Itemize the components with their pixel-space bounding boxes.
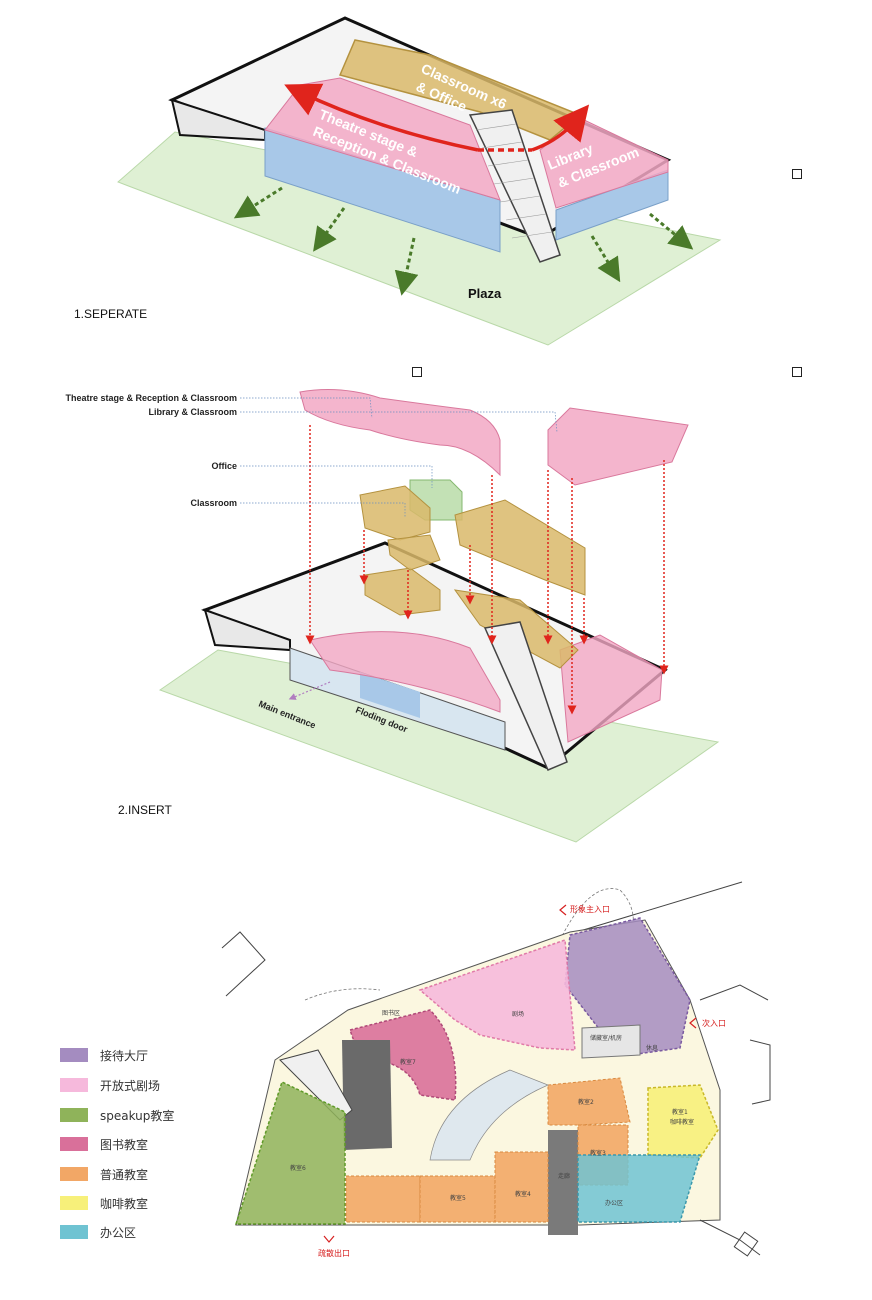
leader-lines xyxy=(240,397,558,518)
room-label-7: 教室7 xyxy=(400,1058,416,1066)
legend-swatch-1 xyxy=(60,1078,88,1092)
room-label-office: 办公区 xyxy=(605,1199,623,1207)
legend-label-4: 普通教室 xyxy=(100,1167,148,1182)
placeholder-box-3 xyxy=(792,367,802,377)
room-label-rest: 休息 xyxy=(646,1044,658,1052)
floating-classroom-a xyxy=(359,485,431,541)
placeholder-box-2 xyxy=(412,367,422,377)
classroom-callout: Classroom xyxy=(190,498,237,508)
plaza-arrows-1 xyxy=(233,186,694,296)
legend-label-5: 咖啡教室 xyxy=(100,1196,148,1211)
context-right-fragment xyxy=(749,1039,771,1105)
evacuation-exit-cn: 疏散出口 xyxy=(318,1248,350,1258)
floating-theatre xyxy=(299,389,501,477)
room-label-library-area: 图书区 xyxy=(382,1009,400,1017)
legend-label-3: 图书教室 xyxy=(100,1137,148,1152)
context-curve-left xyxy=(304,988,381,1001)
evacuation-exit-marker xyxy=(323,1235,335,1243)
legend-label-6: 办公区 xyxy=(100,1225,136,1240)
red-arrow-left xyxy=(284,83,479,152)
zone-classroom-c xyxy=(494,1151,549,1223)
room-label-2: 教室2 xyxy=(578,1098,594,1106)
step-1-label: 1.SEPERATE xyxy=(74,307,147,321)
room-label-corridor: 走廊 xyxy=(558,1172,570,1180)
blue-door xyxy=(360,672,420,718)
plaza-ground-2 xyxy=(158,649,720,843)
stair-2 xyxy=(483,621,568,771)
placeholder-box-1 xyxy=(792,169,802,179)
room-label-4: 教室4 xyxy=(515,1190,531,1198)
context-outline-top xyxy=(569,881,743,935)
storage-room xyxy=(581,1024,641,1059)
diagram-2-insert: Theatre stage & Reception & Classroom Li… xyxy=(65,389,720,843)
legend-label-0: 接待大厅 xyxy=(100,1048,148,1063)
legend-swatch-6 xyxy=(60,1225,88,1239)
floating-classroom-b xyxy=(454,499,586,596)
floating-classroom-c xyxy=(387,534,441,571)
context-bottom-right-box xyxy=(733,1231,759,1257)
red-arrow-right xyxy=(531,104,590,152)
zone-speakup xyxy=(234,1080,346,1225)
legend-swatch-3 xyxy=(60,1137,88,1151)
legend: 接待大厅 开放式剧场 speakup教室 图书教室 普通教室 咖啡教室 办公区 xyxy=(60,1048,174,1240)
step-2-label: 2.INSERT xyxy=(118,803,172,817)
context-outline-right xyxy=(699,984,769,1001)
library-insert xyxy=(559,634,663,743)
main-entrance-cn: 形象主入口 xyxy=(570,904,610,914)
secondary-entrance-marker xyxy=(689,1017,697,1029)
drop-arrows xyxy=(305,425,669,715)
service-block xyxy=(342,1040,392,1150)
zone-classroom-a xyxy=(345,1175,421,1223)
diagram-1-separate: Classroom x6 & Office Theatre stage & Re… xyxy=(74,16,722,346)
floor-plan: 图书区 教室7 教室6 教室2 教室3 教室4 教室5 教室1 咖啡教室 储藏室… xyxy=(221,881,771,1258)
secondary-entrance-cn: 次入口 xyxy=(702,1018,726,1028)
theatre-insert xyxy=(309,631,501,713)
legend-swatch-0 xyxy=(60,1048,88,1062)
floating-library xyxy=(547,407,689,486)
service-block-2 xyxy=(548,1130,578,1235)
zone-theatre xyxy=(418,938,576,1051)
room-label-1: 教室1 xyxy=(672,1108,688,1116)
legend-swatch-5 xyxy=(60,1196,88,1210)
legend-label-2: speakup教室 xyxy=(100,1108,174,1123)
context-curve xyxy=(559,888,634,941)
zone-office xyxy=(577,1154,702,1223)
library-callout: Library & Classroom xyxy=(148,407,237,417)
room-label-theatre: 剧场 xyxy=(512,1010,524,1018)
main-entrance-marker xyxy=(559,904,567,916)
room-label-cafe: 咖啡教室 xyxy=(670,1118,694,1126)
legend-swatch-2 xyxy=(60,1108,88,1122)
context-outline-left xyxy=(221,931,266,997)
zone-classroom-d xyxy=(547,1077,631,1126)
zone-cafe xyxy=(647,1084,719,1159)
legend-swatch-4 xyxy=(60,1167,88,1181)
theatre-callout: Theatre stage & Reception & Classroom xyxy=(65,393,237,403)
room-label-6: 教室6 xyxy=(290,1164,306,1172)
room-label-3: 教室3 xyxy=(590,1149,606,1157)
room-label-5: 教室5 xyxy=(450,1194,466,1202)
curved-corridor xyxy=(429,1069,549,1161)
plaza-label: Plaza xyxy=(468,286,502,301)
room-label-storage: 储藏室/机房 xyxy=(590,1034,622,1042)
entrance-arrow xyxy=(288,681,331,700)
stair-1 xyxy=(468,109,561,263)
office-callout: Office xyxy=(211,461,237,471)
context-bottom-right xyxy=(699,1219,761,1256)
stair-steps-1 xyxy=(475,123,553,239)
legend-label-1: 开放式剧场 xyxy=(100,1078,160,1093)
